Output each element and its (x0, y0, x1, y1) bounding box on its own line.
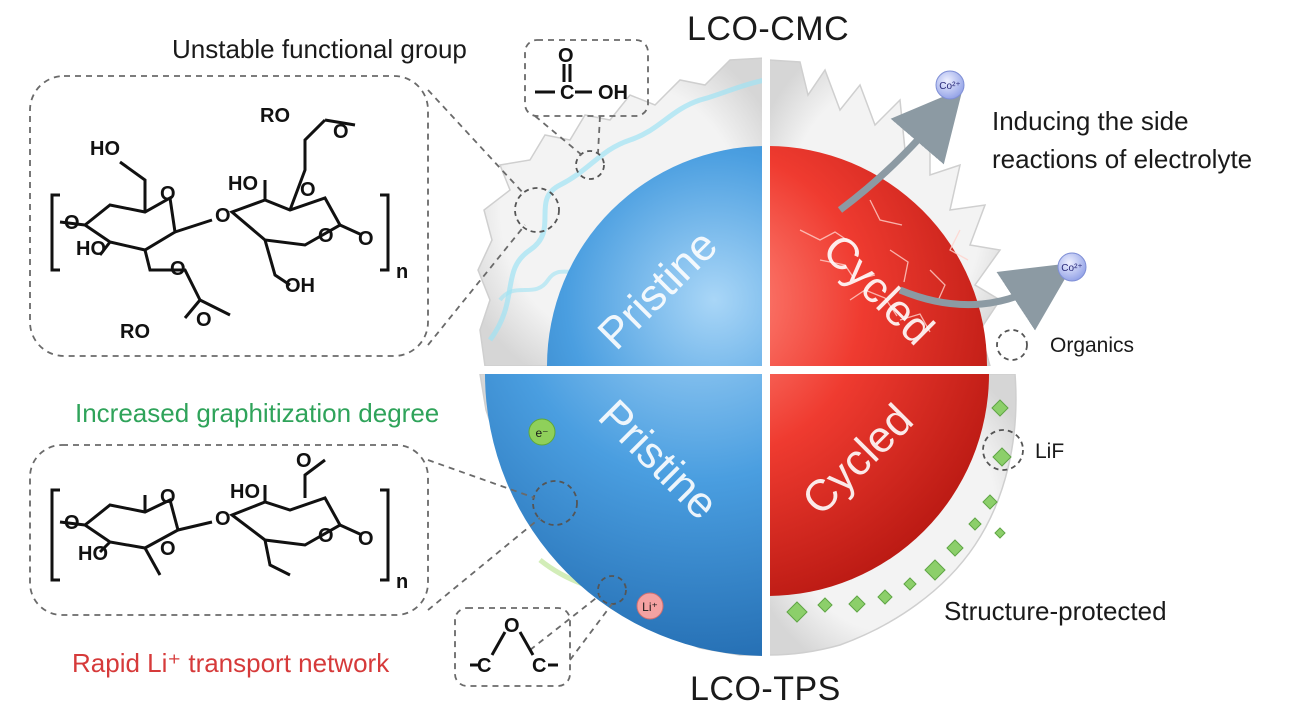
chem-o-3: O (170, 258, 186, 280)
cmc-structure (50, 118, 390, 319)
sphere-cycled-top (769, 146, 987, 366)
tps-o-4: O (215, 508, 231, 530)
callout-boxes (29, 39, 649, 687)
tps-o-5: O (296, 450, 312, 472)
cooh-o: O (558, 45, 574, 67)
chem-oh-1: OH (285, 275, 315, 297)
tps-o-2: O (160, 486, 176, 508)
chem-o-5: O (196, 309, 212, 331)
chem-o-9: O (358, 228, 374, 250)
co-ion-ball-1 (935, 70, 965, 100)
label-unstable-functional-group: Unstable functional group (172, 34, 467, 64)
chem-o-6: O (333, 121, 349, 143)
tps-o-3: O (160, 538, 176, 560)
li-ion-label: Li⁺ (642, 600, 658, 614)
co-arrow-2 (898, 262, 1075, 331)
cooh-c: C (560, 82, 574, 104)
tps-ho-2: HO (230, 481, 260, 503)
electron-label: e⁻ (535, 426, 548, 440)
chem-o-8: O (318, 225, 334, 247)
chem-n-1: n (396, 261, 408, 283)
chem-o-1: O (64, 212, 80, 234)
ether-c-2: C (532, 655, 546, 677)
electron-ball (528, 418, 556, 446)
highlight-circles (514, 150, 1028, 605)
chem-o-2: O (160, 183, 176, 205)
chem-ro-1: RO (120, 321, 150, 343)
horizontal-gap (470, 366, 1030, 374)
chem-ho-3: HO (228, 173, 258, 195)
sphere-pristine-bottom (485, 374, 765, 656)
co-ion-label-1: Co²⁺ (939, 81, 960, 92)
co-ion-ball-2 (1057, 252, 1087, 282)
ether-structure (470, 631, 558, 667)
lif-particles (786, 399, 1012, 623)
chem-ro-2: RO (260, 105, 290, 127)
callout-connectors (427, 89, 613, 661)
tps-o-6: O (318, 525, 334, 547)
sphere-cycled-bottom (769, 374, 989, 596)
cooh-structure (535, 64, 592, 94)
ether-o: O (504, 615, 520, 637)
title-lco-tps: LCO-TPS (690, 670, 841, 708)
label-organics: Organics (1050, 334, 1135, 357)
tps-o-1: O (64, 512, 80, 534)
label-inducing-line2: reactions of electrolyte (992, 144, 1253, 174)
tps-n-1: n (396, 571, 408, 593)
label-inducing-line1: Inducing the side (992, 106, 1189, 136)
co-arrow-1 (837, 88, 963, 213)
label-graphitization: Increased graphitization degree (75, 398, 440, 428)
chem-ho-1: HO (90, 138, 120, 160)
sphere-pristine-top (547, 146, 765, 366)
chem-o-7: O (300, 179, 316, 201)
tps-o-7: O (358, 528, 374, 550)
label-rapid-li-transport: Rapid Li⁺ transport network (72, 648, 390, 678)
co-ion-label-2: Co²⁺ (1061, 263, 1082, 274)
li-ion-ball (636, 592, 664, 620)
vertical-gap (762, 40, 770, 680)
title-lco-cmc: LCO-CMC (687, 10, 850, 48)
label-lif: LiF (1035, 440, 1065, 463)
tps-ho-1: HO (78, 543, 108, 565)
ether-c-1: C (477, 655, 491, 677)
tps-structure (50, 458, 390, 582)
cooh-oh: OH (598, 82, 628, 104)
chem-ho-2: HO (76, 238, 106, 260)
chem-o-4: O (215, 205, 231, 227)
label-structure-protected: Structure-protected (944, 596, 1167, 626)
